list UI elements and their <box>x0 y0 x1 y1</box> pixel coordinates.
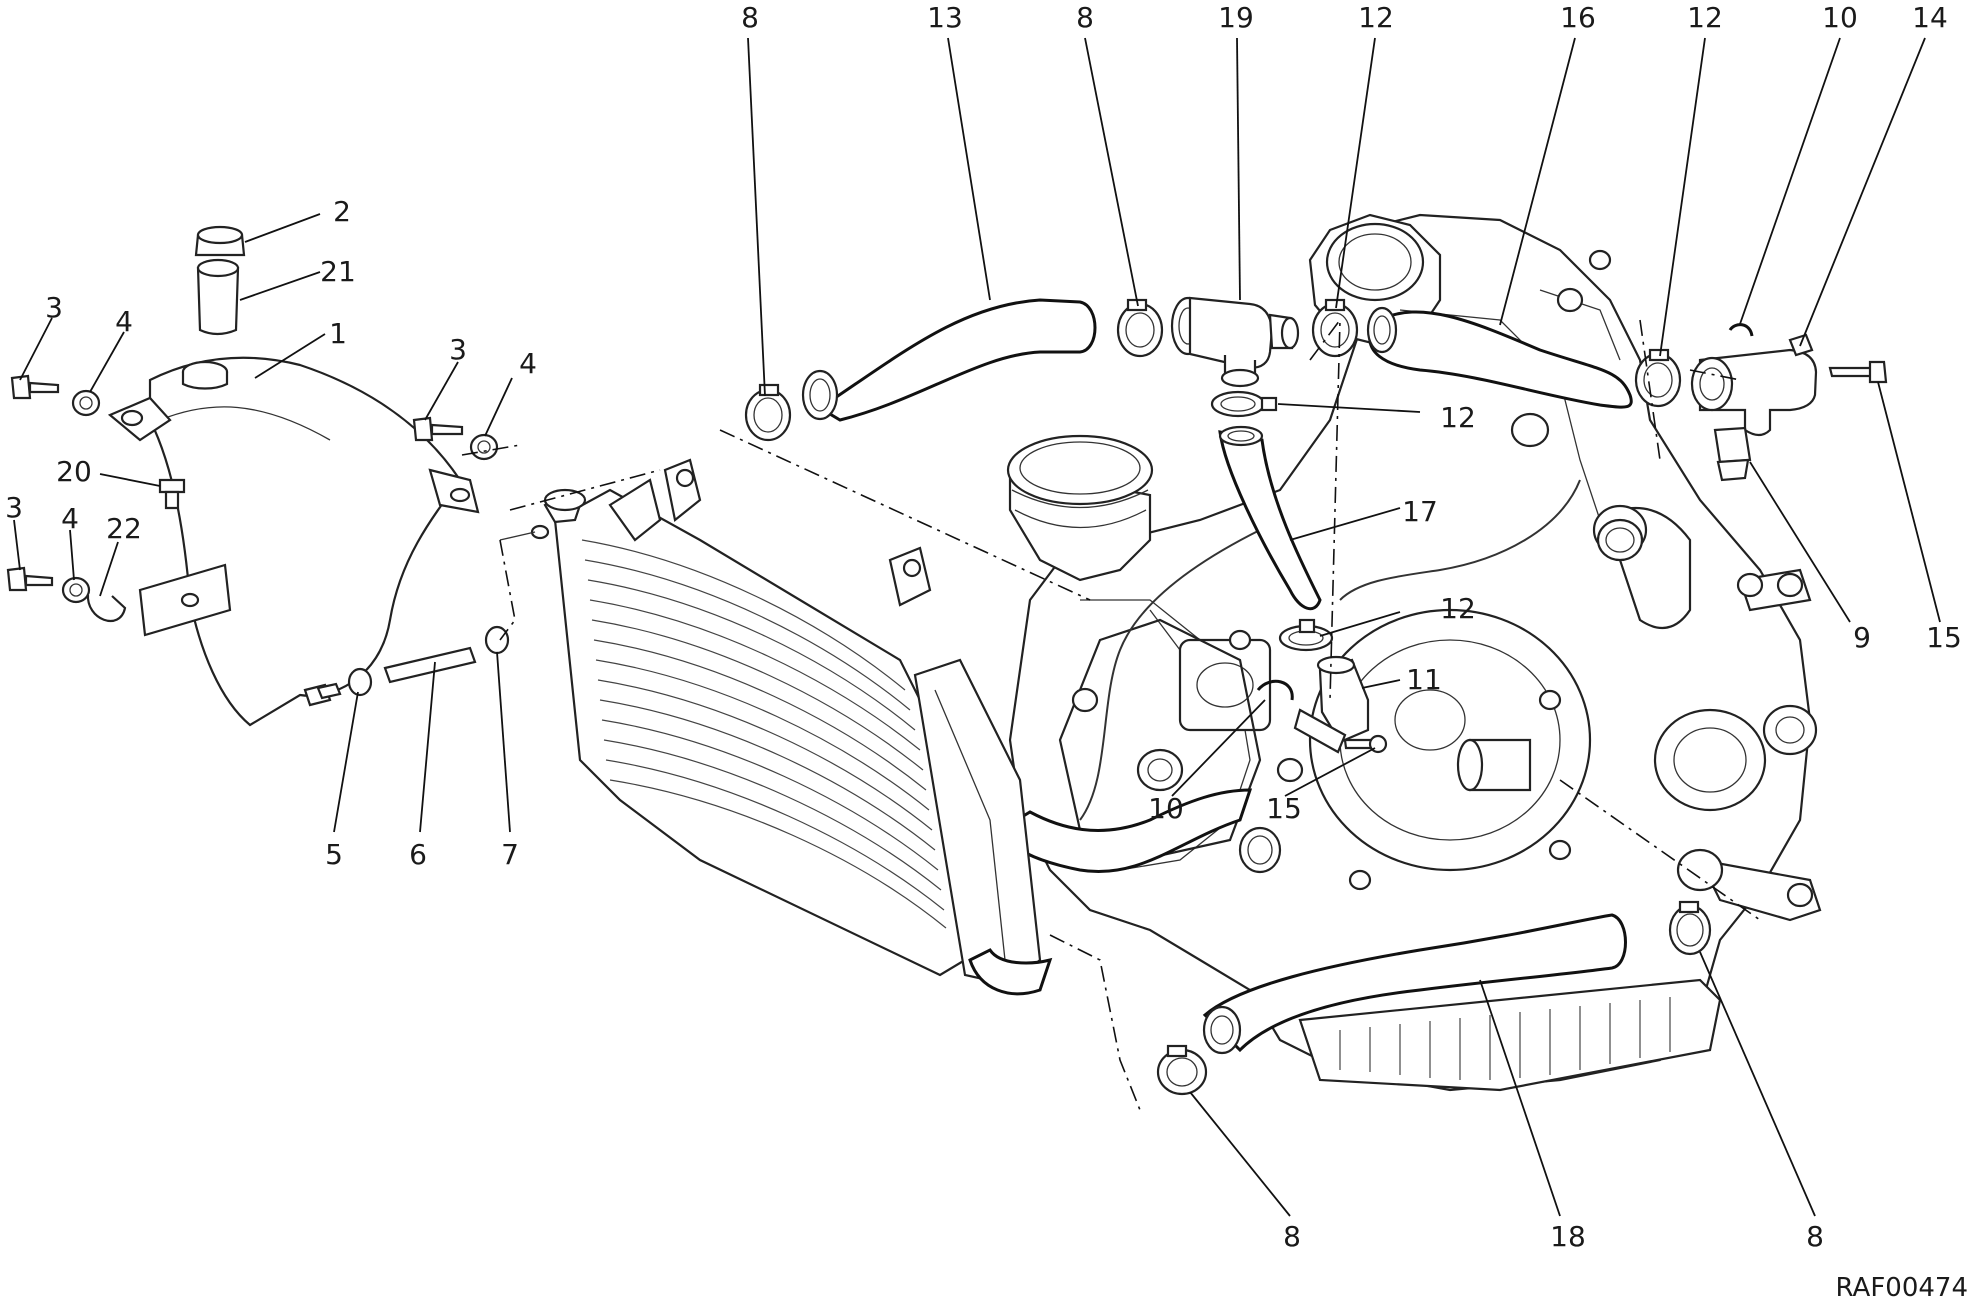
callout-3: 3 <box>449 333 467 366</box>
callout-10: 10 <box>1148 792 1184 825</box>
callout-3: 3 <box>5 491 23 524</box>
callout-6: 6 <box>409 838 427 871</box>
thermostat-tee-19 <box>1170 296 1300 388</box>
hose-16 <box>1366 306 1633 409</box>
callout-14: 14 <box>1912 1 1948 34</box>
callout-7: 7 <box>501 838 519 871</box>
callout-5: 5 <box>325 838 343 871</box>
callout-8: 8 <box>1076 1 1094 34</box>
callout-22: 22 <box>106 512 142 545</box>
callout-21: 21 <box>320 255 356 288</box>
callout-4: 4 <box>115 305 133 338</box>
assembly-lines <box>461 317 1761 1111</box>
callout-1: 1 <box>329 317 347 350</box>
callout-15: 15 <box>1266 792 1302 825</box>
hose-13 <box>801 298 1097 422</box>
callout-15: 15 <box>1926 621 1962 654</box>
radiator <box>499 458 1053 996</box>
callout-20: 20 <box>56 455 92 488</box>
callout-12: 12 <box>1440 401 1476 434</box>
callout-8: 8 <box>741 1 759 34</box>
outlet-neck-11 <box>1293 655 1388 754</box>
drawing-code: RAF00474 <box>1836 1273 1968 1303</box>
callout-11: 11 <box>1406 663 1442 696</box>
expansion-tank <box>107 356 480 727</box>
hose-17 <box>1218 425 1322 611</box>
callout-13: 13 <box>927 1 963 34</box>
callout-12: 12 <box>1440 592 1476 625</box>
callout-17: 17 <box>1402 495 1438 528</box>
callout-4: 4 <box>61 502 79 535</box>
callout-16: 16 <box>1560 1 1596 34</box>
callout-4: 4 <box>519 347 537 380</box>
callout-12: 12 <box>1358 1 1394 34</box>
hose-18 <box>1202 913 1627 1055</box>
fitting-14 <box>1690 323 1888 482</box>
callout-18: 18 <box>1550 1220 1586 1253</box>
callout-2: 2 <box>333 195 351 228</box>
callout-10: 10 <box>1822 1 1858 34</box>
callout-8: 8 <box>1806 1220 1824 1253</box>
small-hardware <box>6 225 510 700</box>
callout-12: 12 <box>1687 1 1723 34</box>
callout-3: 3 <box>45 291 63 324</box>
hose-clamps <box>744 298 1712 1096</box>
callout-19: 19 <box>1218 1 1254 34</box>
callout-8: 8 <box>1283 1220 1301 1253</box>
callout-labels: 8 13 8 19 12 16 12 10 14 2 21 1 3 4 3 4 … <box>5 1 1962 1253</box>
callout-9: 9 <box>1853 621 1871 654</box>
leader-lines <box>13 37 1941 1217</box>
